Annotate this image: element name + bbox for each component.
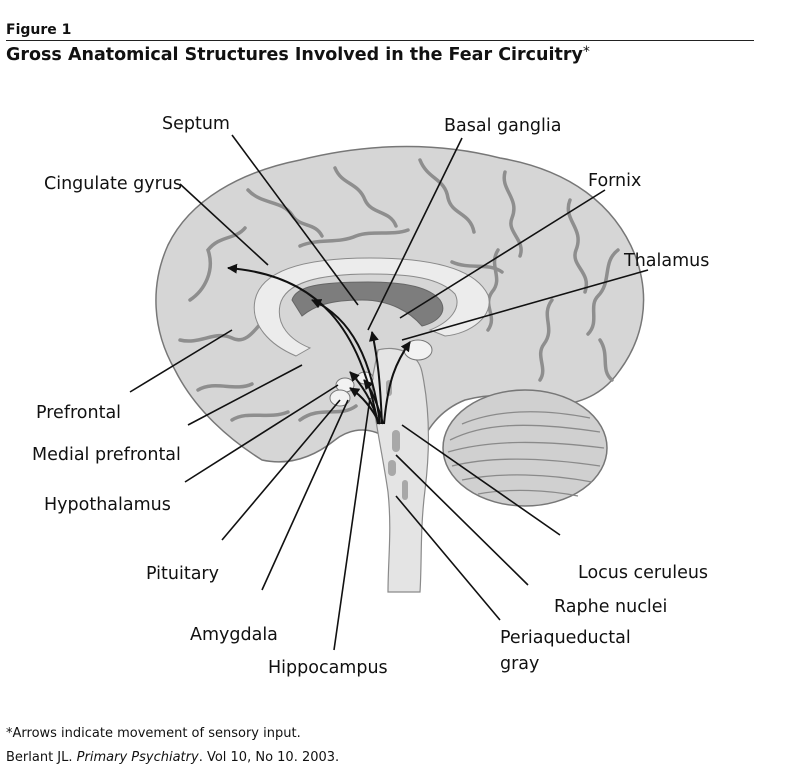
arrow-to-amygdala: [349, 387, 381, 425]
arrow-to-hippocampus: [363, 379, 384, 425]
citation-author: Berlant JL.: [6, 750, 73, 765]
leader-medial-prefrontal: [187, 364, 303, 426]
leader-septum: [231, 134, 359, 306]
label-septum: Septum: [162, 114, 230, 134]
label-thalamus: Thalamus: [623, 251, 709, 271]
leader-periaqueductal: [395, 495, 501, 621]
leader-hippocampus: [333, 397, 371, 651]
label-hypothalamus: Hypothalamus: [44, 495, 171, 515]
figure-title-text: Gross Anatomical Structures Involved in …: [6, 45, 583, 65]
arrow-to-thalamus: [383, 341, 411, 425]
leader-hypothalamus: [184, 384, 339, 483]
stem-nuclei: [386, 380, 408, 500]
leader-pituitary: [221, 399, 341, 541]
citation-details: . Vol 10, No 10. 2003.: [198, 750, 340, 765]
figure-title-mark: *: [582, 44, 590, 60]
sensory-arrows: [227, 263, 411, 425]
leader-basal-ganglia: [367, 137, 463, 331]
label-periaqueductal: Periaqueductal: [500, 628, 631, 648]
citation: Berlant JL. Primary Psychiatry. Vol 10, …: [6, 750, 339, 765]
label-medial-prefrontal: Medial prefrontal: [32, 445, 181, 465]
label-pituitary: Pituitary: [146, 564, 219, 584]
amygdala-shape: [329, 389, 351, 407]
label-basal-ganglia: Basal ganglia: [444, 116, 561, 136]
leader-cingulate: [179, 183, 269, 266]
label-periaqueductal-gray: gray: [500, 654, 539, 674]
figure-title: Gross Anatomical Structures Involved in …: [6, 44, 590, 65]
label-cingulate-gyrus: Cingulate gyrus: [44, 174, 182, 194]
footnote: *Arrows indicate movement of sensory inp…: [6, 726, 301, 741]
label-locus-ceruleus: Locus ceruleus: [578, 563, 708, 583]
brain-illustration: [155, 145, 645, 593]
cerebellum: [442, 389, 608, 507]
leader-fornix: [399, 189, 606, 319]
corpus-callosum: [291, 281, 444, 327]
leader-amygdala: [261, 399, 349, 591]
label-raphe-nuclei: Raphe nuclei: [554, 597, 667, 617]
leader-locus-ceruleus: [401, 424, 561, 536]
citation-journal: Primary Psychiatry: [76, 750, 199, 765]
arrow-to-fornix: [368, 331, 383, 425]
leader-lines: [129, 134, 649, 651]
leader-thalamus: [401, 269, 649, 341]
label-amygdala: Amygdala: [190, 625, 278, 645]
cingulate-band: [253, 257, 490, 357]
label-prefrontal: Prefrontal: [36, 403, 121, 423]
label-fornix: Fornix: [588, 171, 641, 191]
structure-labels: Septum Basal ganglia Cingulate gyrus For…: [32, 114, 709, 678]
figure-label: Figure 1: [6, 22, 72, 38]
label-hippocampus: Hippocampus: [268, 658, 388, 678]
leader-prefrontal: [129, 329, 233, 393]
title-rule: [6, 40, 754, 41]
leader-raphe: [395, 454, 529, 586]
